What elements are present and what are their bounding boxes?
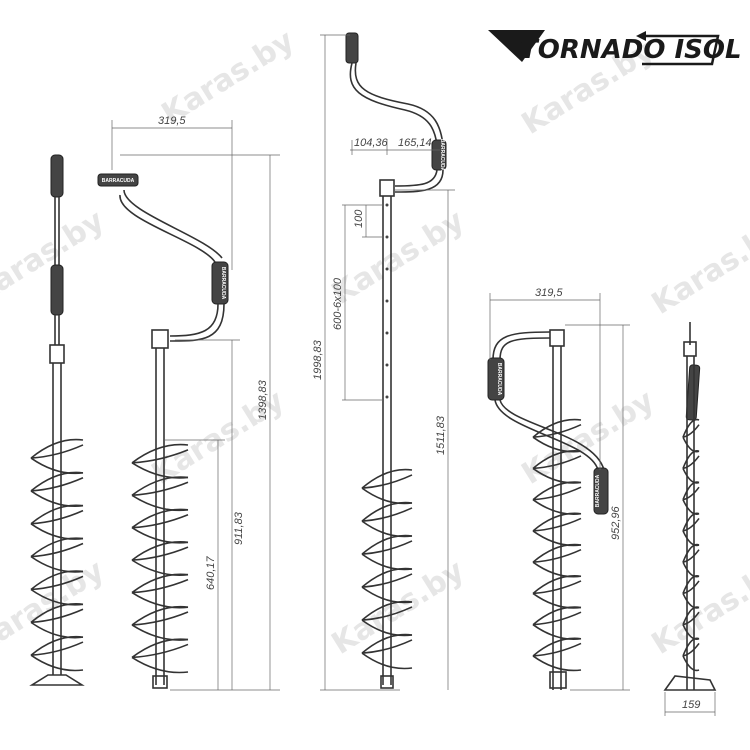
tornado-isol-logo: TORNADO ISOL xyxy=(488,30,742,66)
adjust-hole xyxy=(385,331,389,335)
flight-turn xyxy=(30,504,84,540)
svg-text:911,83: 911,83 xyxy=(233,511,245,545)
svg-text:104,36: 104,36 xyxy=(354,137,389,149)
grip-label: BARRACUDA xyxy=(595,474,601,507)
svg-text:640,17: 640,17 xyxy=(205,555,217,590)
svg-text:952,96: 952,96 xyxy=(610,505,622,540)
flight-turn xyxy=(682,450,700,484)
flight-turn xyxy=(30,438,84,475)
adjust-hole xyxy=(385,203,389,207)
flight-turn xyxy=(682,481,700,516)
svg-text:100: 100 xyxy=(353,209,365,228)
flight-turn xyxy=(682,512,700,547)
watermark-text: Karas.by xyxy=(326,203,471,312)
flight-turn xyxy=(532,606,582,641)
watermark-text: Karas.by xyxy=(646,213,750,322)
grip-label: BARRACUDA xyxy=(496,363,502,396)
svg-text:319,5: 319,5 xyxy=(535,287,563,299)
flight-turn xyxy=(361,633,413,670)
auger-3-telescopic: BARRACUDA 1998,83 104,36 165,14 600-6x10… xyxy=(312,32,455,691)
svg-text:1511,83: 1511,83 xyxy=(435,415,447,455)
adjust-hole xyxy=(385,235,389,239)
flight-turn xyxy=(131,638,189,674)
flight-turn xyxy=(532,543,582,578)
flight-turn xyxy=(361,534,413,571)
auger-4: BARRACUDA BARRACUDA 319,5 952,96 xyxy=(487,287,630,691)
grip-label: BARRACUDA xyxy=(220,267,226,300)
auger-flights xyxy=(30,418,700,674)
grip-label: BARRACUDA xyxy=(102,178,135,184)
flight-turn xyxy=(361,468,413,505)
adjust-hole xyxy=(385,395,389,399)
adjust-hole xyxy=(385,267,389,271)
flight-turn xyxy=(532,637,582,672)
grip-label: BARRACUDA xyxy=(439,139,445,172)
svg-text:1398,83: 1398,83 xyxy=(257,379,269,420)
auger-2: BARRACUDA BARRACUDA 319,5 1398,83 911,83… xyxy=(97,115,280,691)
auger-5-side-view: 159 xyxy=(663,322,717,716)
svg-text:600-6x100: 600-6x100 xyxy=(332,277,344,330)
flight-turn xyxy=(682,543,700,578)
flight-turn xyxy=(131,573,189,609)
flight-turn xyxy=(131,605,189,641)
flight-turn xyxy=(361,501,413,538)
svg-text:1998,83: 1998,83 xyxy=(312,339,324,380)
flight-turn xyxy=(131,508,189,544)
flight-turn xyxy=(131,541,189,576)
flight-turn xyxy=(30,635,84,672)
flight-turn xyxy=(682,637,700,672)
adjust-hole xyxy=(385,363,389,367)
svg-text:TORNADO ISOL: TORNADO ISOL xyxy=(520,35,742,65)
flight-turn xyxy=(532,575,582,609)
flight-turn xyxy=(682,418,700,453)
adjust-hole xyxy=(385,299,389,303)
flight-turn xyxy=(532,512,582,547)
svg-text:159: 159 xyxy=(682,699,700,711)
svg-text:165,14: 165,14 xyxy=(398,137,432,149)
svg-text:319,5: 319,5 xyxy=(158,115,186,127)
flight-turn xyxy=(30,471,84,508)
